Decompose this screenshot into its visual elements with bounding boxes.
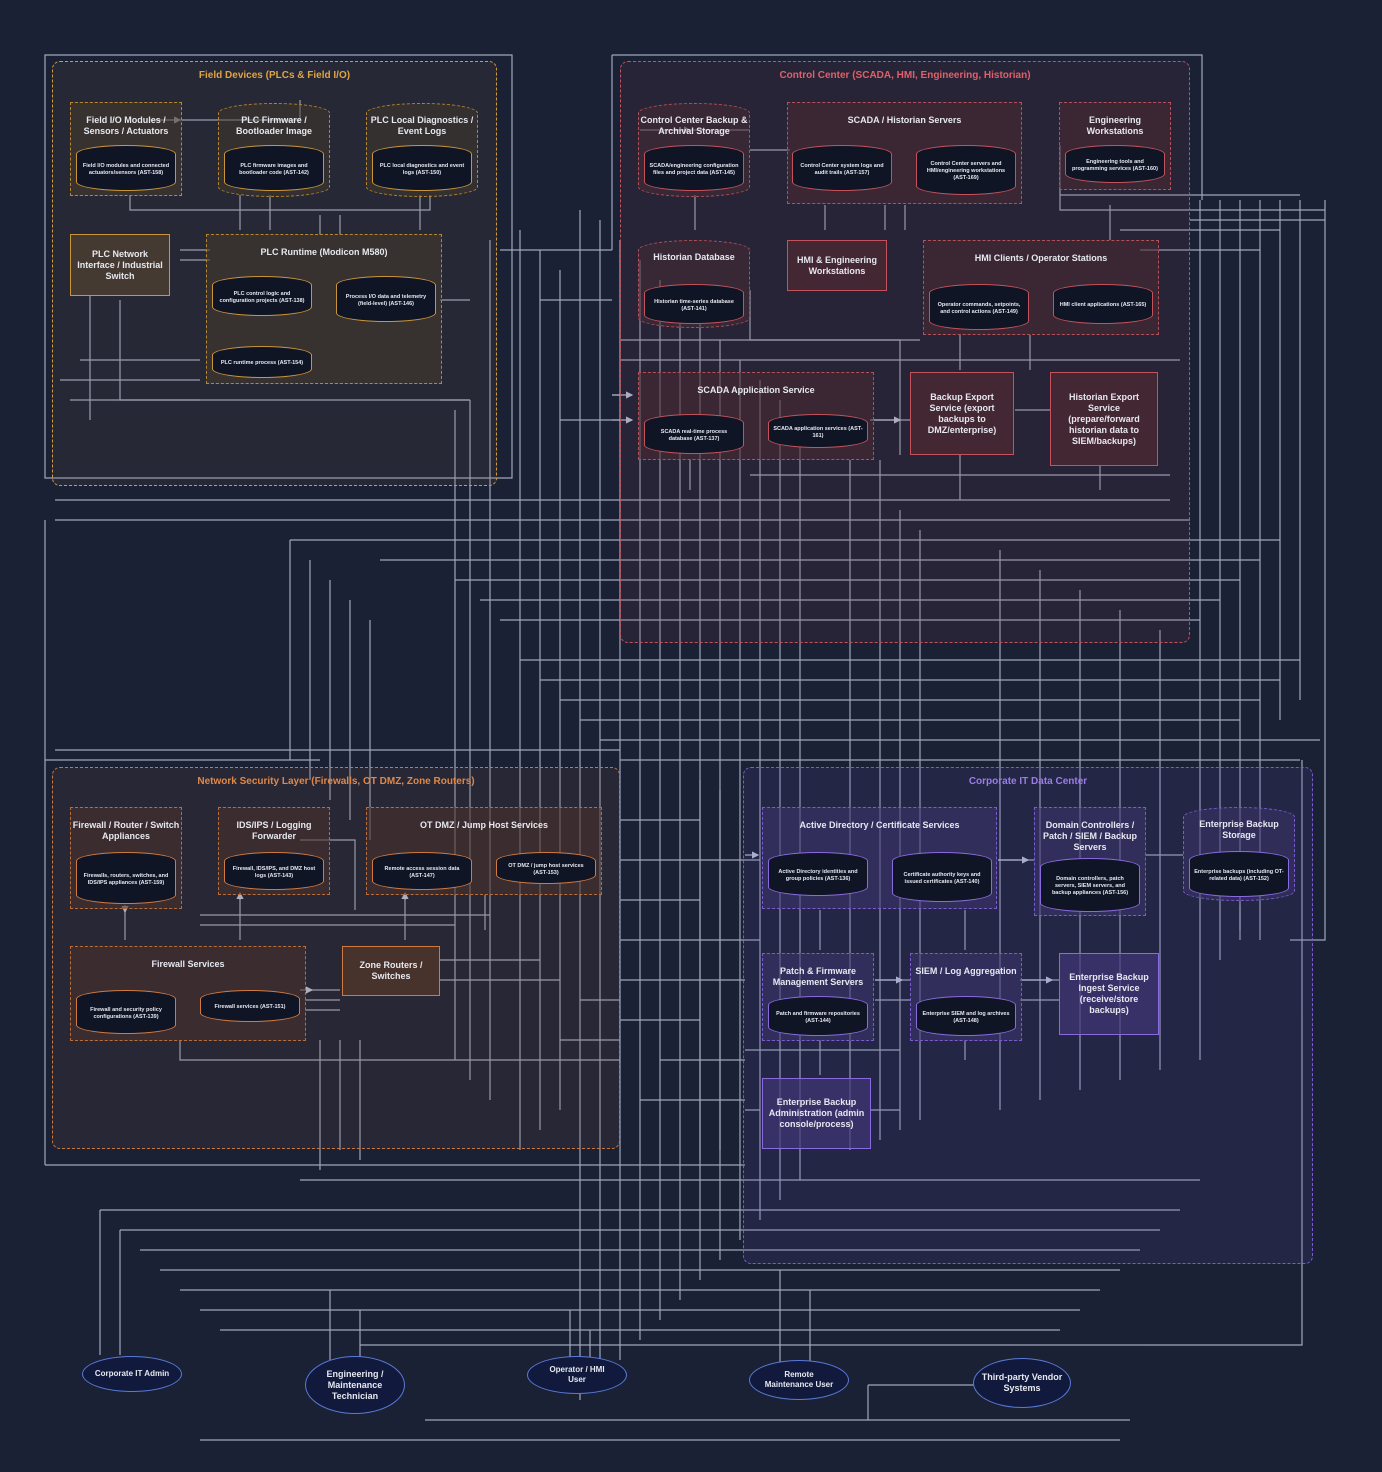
- scada-application-asset-services[interactable]: SCADA application services (AST-161): [768, 414, 868, 448]
- plc-network-interface[interactable]: PLC Network Interface / Industrial Switc…: [70, 234, 170, 296]
- enterprise-backup-storage-asset[interactable]: Enterprise backups (including OT-related…: [1189, 851, 1289, 897]
- siem-log-asset[interactable]: Enterprise SIEM and log archives (AST-14…: [916, 996, 1016, 1036]
- plc-firmware-title: PLC Firmware / Bootloader Image: [235, 115, 312, 136]
- scada-application-asset-db[interactable]: SCADA real-time process database (AST-13…: [644, 414, 744, 454]
- patch-firmware-asset[interactable]: Patch and firmware repositories (AST-144…: [768, 996, 868, 1036]
- plc-runtime-asset-process[interactable]: PLC runtime process (AST-154): [212, 346, 312, 378]
- historian-database-title: Historian Database: [653, 252, 735, 262]
- scada-historian-asset-servers[interactable]: Control Center servers and HMI/engineeri…: [916, 145, 1016, 195]
- zone-corporate-title: Corporate IT Data Center: [968, 776, 1088, 787]
- hmi-clients-asset1-label: Operator commands, setpoints, and contro…: [929, 284, 1029, 330]
- hmi-engineering-workstations[interactable]: HMI & Engineering Workstations: [787, 240, 887, 291]
- firewall-router-asset-label: Firewalls, routers, switches, and IDS/IP…: [76, 852, 176, 904]
- active-directory-asset2-label: Certificate authority keys and issued ce…: [892, 852, 992, 902]
- siem-log-asset-label: Enterprise SIEM and log archives (AST-14…: [916, 996, 1016, 1036]
- engineering-workstations-asset-label: Engineering tools and programming servic…: [1065, 145, 1165, 183]
- domain-controllers-asset-label: Domain controllers, patch servers, SIEM …: [1040, 858, 1140, 912]
- plc-runtime-asset1-label: PLC control logic and configuration proj…: [212, 276, 312, 316]
- plc-diagnostics-title: PLC Local Diagnostics / Event Logs: [370, 115, 474, 136]
- historian-export-service[interactable]: Historian Export Service (prepare/forwar…: [1050, 372, 1158, 466]
- hmi-clients-asset2-label: HMI client applications (AST-165): [1053, 284, 1153, 324]
- plc-diagnostics-asset[interactable]: PLC local diagnostics and event logs (AS…: [372, 145, 472, 191]
- ids-logging-asset-label: Firewall, IDS/IPS, and DMZ host logs (AS…: [224, 852, 324, 890]
- backup-export-service[interactable]: Backup Export Service (export backups to…: [910, 372, 1014, 455]
- siem-log-title: SIEM / Log Aggregation: [915, 966, 1017, 976]
- engineering-workstations-title: Engineering Workstations: [1086, 115, 1144, 136]
- scada-historian-asset1-label: Control Center system logs and audit tra…: [792, 145, 892, 191]
- active-directory-asset1-label: Active Directory identities and group po…: [768, 852, 868, 896]
- plc-runtime-title: PLC Runtime (Modicon M580): [260, 247, 388, 257]
- firewall-services-title: Firewall Services: [151, 959, 225, 969]
- plc-runtime-asset3-label: PLC runtime process (AST-154): [212, 346, 312, 378]
- patch-firmware-title: Patch & Firmware Management Servers: [772, 966, 864, 987]
- domain-controllers-title: Domain Controllers / Patch / SIEM / Back…: [1042, 820, 1138, 852]
- actor-engineering-technician[interactable]: Engineering / Maintenance Technician: [305, 1356, 405, 1414]
- plc-firmware-asset[interactable]: PLC firmware images and bootloader code …: [224, 145, 324, 191]
- ids-logging-title: IDS/IPS / Logging Forwarder: [236, 820, 312, 841]
- firewall-services-asset-services[interactable]: Firewall services (AST-151): [200, 990, 300, 1022]
- hmi-clients-asset-commands[interactable]: Operator commands, setpoints, and contro…: [929, 284, 1029, 330]
- active-directory-title: Active Directory / Certificate Services: [799, 820, 960, 830]
- field-io-asset[interactable]: Field I/O modules and connected actuator…: [76, 145, 176, 191]
- actor-third-party-vendor[interactable]: Third-party Vendor Systems: [973, 1358, 1071, 1408]
- firewall-router-asset[interactable]: Firewalls, routers, switches, and IDS/IP…: [76, 852, 176, 904]
- engineering-workstations-asset[interactable]: Engineering tools and programming servic…: [1065, 145, 1165, 183]
- plc-runtime-asset2-label: Process I/O data and telemetry (field-le…: [336, 276, 436, 322]
- firewall-services-asset2-label: Firewall services (AST-151): [200, 990, 300, 1022]
- plc-runtime-asset-control-logic[interactable]: PLC control logic and configuration proj…: [212, 276, 312, 316]
- historian-database-asset-label: Historian time-series database (AST-141): [644, 284, 744, 324]
- hmi-clients-title: HMI Clients / Operator Stations: [974, 253, 1108, 263]
- plc-runtime-asset-process-io[interactable]: Process I/O data and telemetry (field-le…: [336, 276, 436, 322]
- zone-routers-switches[interactable]: Zone Routers / Switches: [342, 946, 440, 996]
- active-directory-asset-certificates[interactable]: Certificate authority keys and issued ce…: [892, 852, 992, 902]
- ot-dmz-asset1-label: Remote access session data (AST-147): [372, 852, 472, 890]
- ot-dmz-asset2-label: OT DMZ / jump host services (AST-153): [496, 852, 596, 884]
- field-io-asset-label: Field I/O modules and connected actuator…: [76, 145, 176, 191]
- zone-control-title: Control Center (SCADA, HMI, Engineering,…: [779, 70, 1031, 81]
- ot-dmz-title: OT DMZ / Jump Host Services: [419, 820, 549, 830]
- scada-historian-title: SCADA / Historian Servers: [847, 115, 962, 125]
- scada-application-title: SCADA Application Service: [697, 385, 815, 395]
- control-backup-asset-label: SCADA/engineering configuration files an…: [644, 145, 744, 191]
- enterprise-backup-ingest-service[interactable]: Enterprise Backup Ingest Service (receiv…: [1059, 953, 1159, 1035]
- scada-application-asset1-label: SCADA real-time process database (AST-13…: [644, 414, 744, 454]
- domain-controllers-asset[interactable]: Domain controllers, patch servers, SIEM …: [1040, 858, 1140, 912]
- actor-operator-hmi-user[interactable]: Operator / HMI User: [527, 1356, 627, 1394]
- actor-remote-maintenance-user[interactable]: Remote Maintenance User: [749, 1360, 849, 1400]
- firewall-router-title: Firewall / Router / Switch Appliances: [72, 820, 180, 841]
- control-backup-asset[interactable]: SCADA/engineering configuration files an…: [644, 145, 744, 191]
- ids-logging-asset[interactable]: Firewall, IDS/IPS, and DMZ host logs (AS…: [224, 852, 324, 890]
- plc-diagnostics-asset-label: PLC local diagnostics and event logs (AS…: [372, 145, 472, 191]
- enterprise-backup-administration[interactable]: Enterprise Backup Administration (admin …: [762, 1078, 871, 1149]
- scada-historian-asset-logs[interactable]: Control Center system logs and audit tra…: [792, 145, 892, 191]
- active-directory-asset-identities[interactable]: Active Directory identities and group po…: [768, 852, 868, 896]
- hmi-clients-asset-apps[interactable]: HMI client applications (AST-165): [1053, 284, 1153, 324]
- firewall-services-asset-policies[interactable]: Firewall and security policy configurati…: [76, 990, 176, 1034]
- scada-historian-asset2-label: Control Center servers and HMI/engineeri…: [916, 145, 1016, 195]
- enterprise-backup-storage-asset-label: Enterprise backups (including OT-related…: [1189, 851, 1289, 897]
- scada-application-asset2-label: SCADA application services (AST-161): [768, 414, 868, 448]
- historian-database-asset[interactable]: Historian time-series database (AST-141): [644, 284, 744, 324]
- plc-firmware-asset-label: PLC firmware images and bootloader code …: [224, 145, 324, 191]
- zone-field-title: Field Devices (PLCs & Field I/O): [198, 70, 351, 81]
- control-backup-title: Control Center Backup & Archival Storage: [640, 115, 748, 136]
- enterprise-backup-storage-title: Enterprise Backup Storage: [1199, 819, 1279, 840]
- actor-corporate-it-admin[interactable]: Corporate IT Admin: [82, 1356, 182, 1392]
- patch-firmware-asset-label: Patch and firmware repositories (AST-144…: [768, 996, 868, 1036]
- field-io-title: Field I/O Modules / Sensors / Actuators: [83, 115, 169, 136]
- ot-dmz-asset-services[interactable]: OT DMZ / jump host services (AST-153): [496, 852, 596, 884]
- firewall-services-asset1-label: Firewall and security policy configurati…: [76, 990, 176, 1034]
- ot-dmz-asset-sessions[interactable]: Remote access session data (AST-147): [372, 852, 472, 890]
- zone-network-title: Network Security Layer (Firewalls, OT DM…: [197, 776, 475, 787]
